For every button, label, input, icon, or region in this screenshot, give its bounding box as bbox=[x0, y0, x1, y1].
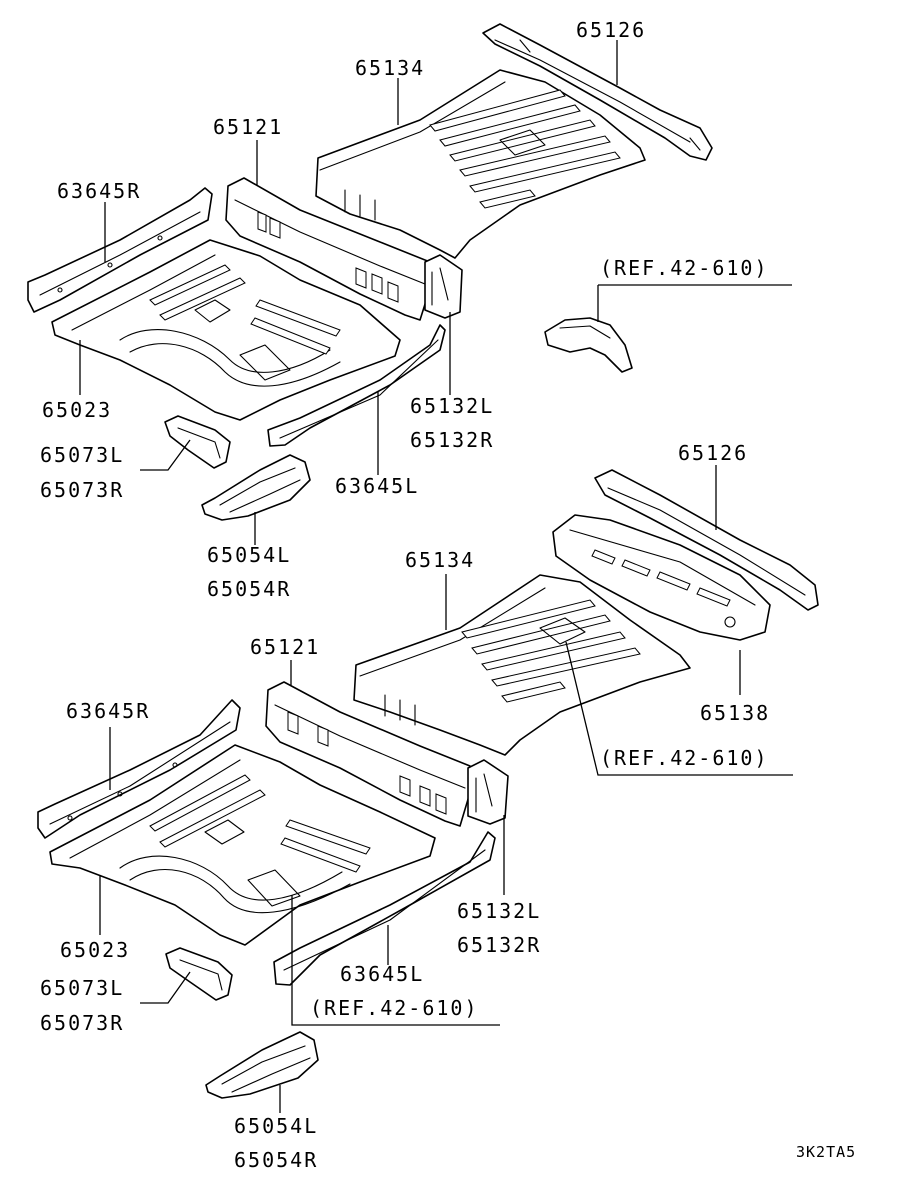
label-65132R-bottom: 65132R bbox=[457, 933, 541, 957]
bottom-assembly bbox=[37, 465, 819, 1113]
label-65132L-top: 65132L bbox=[410, 394, 494, 418]
part-65132-top bbox=[424, 254, 463, 319]
label-65073L-top: 65073L bbox=[40, 443, 124, 467]
part-65134-bottom bbox=[353, 574, 691, 756]
part-65138-bottom bbox=[552, 514, 771, 641]
part-65132-bottom bbox=[467, 759, 509, 825]
label-65073L-bottom: 65073L bbox=[40, 976, 124, 1000]
label-65121-bottom: 65121 bbox=[250, 635, 320, 659]
part-65134-top bbox=[315, 69, 646, 259]
top-leader-lines bbox=[79, 40, 792, 545]
label-63645L-top: 63645L bbox=[335, 474, 419, 498]
top-assembly bbox=[27, 23, 792, 545]
part-65121-bottom bbox=[265, 681, 473, 827]
label-65073R-bottom: 65073R bbox=[40, 1011, 124, 1035]
part-65054-top bbox=[201, 454, 311, 521]
callout-labels: 65126 65134 65121 63645R (REF.42-610) 65… bbox=[40, 18, 856, 1172]
label-65121-top: 65121 bbox=[213, 115, 283, 139]
label-65073R-top: 65073R bbox=[40, 478, 124, 502]
part-65073-top bbox=[164, 415, 231, 469]
label-65132R-top: 65132R bbox=[410, 428, 494, 452]
label-65054R-top: 65054R bbox=[207, 577, 291, 601]
part-65054-bottom bbox=[205, 1031, 319, 1099]
label-63645R-bottom: 63645R bbox=[66, 699, 150, 723]
label-65023-top: 65023 bbox=[42, 398, 112, 422]
label-65126-bottom: 65126 bbox=[678, 441, 748, 465]
label-65138-bottom: 65138 bbox=[700, 701, 770, 725]
part-63645L-bottom bbox=[273, 831, 496, 986]
part-65121-top bbox=[225, 177, 433, 321]
part-65023-bottom bbox=[49, 744, 436, 946]
label-65054R-bottom: 65054R bbox=[234, 1148, 318, 1172]
label-65132L-bottom: 65132L bbox=[457, 899, 541, 923]
part-63645R-bottom bbox=[37, 699, 241, 839]
label-65023-bottom: 65023 bbox=[60, 938, 130, 962]
part-65073-bottom bbox=[165, 947, 233, 1001]
label-63645R-top: 63645R bbox=[57, 179, 141, 203]
label-65054L-bottom: 65054L bbox=[234, 1114, 318, 1138]
bottom-leader-lines bbox=[99, 465, 793, 1113]
label-63645L-bottom: 63645L bbox=[340, 962, 424, 986]
part-ref-42-610-bracket-top bbox=[544, 317, 633, 373]
part-63645L-top bbox=[267, 324, 446, 447]
part-63645R-top bbox=[27, 187, 213, 313]
label-65054L-top: 65054L bbox=[207, 543, 291, 567]
part-65126-top bbox=[482, 23, 713, 161]
label-ref-42-610-top: (REF.42-610) bbox=[600, 256, 769, 280]
label-65126-top: 65126 bbox=[576, 18, 646, 42]
label-ref-42-610-bottom-b: (REF.42-610) bbox=[310, 996, 479, 1020]
diagram-code: 3K2TA5 bbox=[796, 1143, 856, 1161]
label-65134-top: 65134 bbox=[355, 56, 425, 80]
part-65126-bottom bbox=[594, 469, 819, 611]
label-ref-42-610-bottom-a: (REF.42-610) bbox=[600, 746, 769, 770]
label-65134-bottom: 65134 bbox=[405, 548, 475, 572]
part-65023-top bbox=[51, 239, 401, 421]
